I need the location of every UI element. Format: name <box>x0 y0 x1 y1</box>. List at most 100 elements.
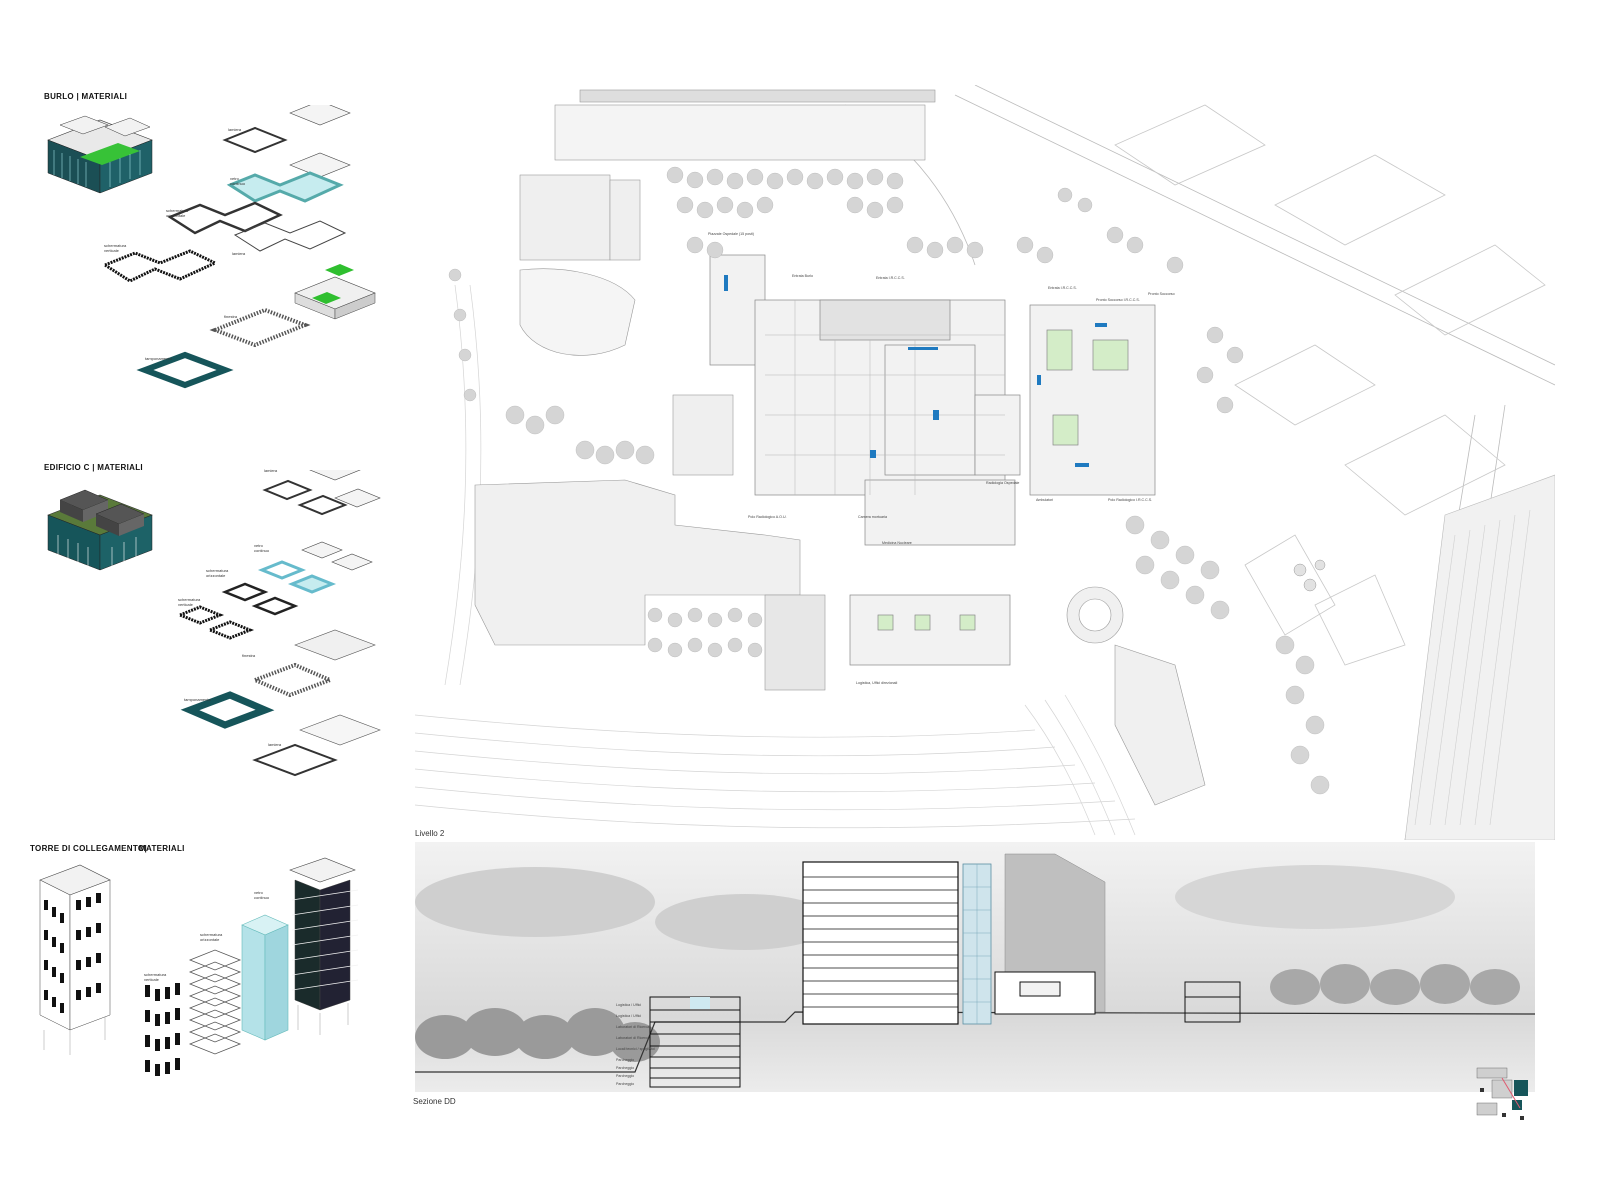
layer-finestra-slab <box>294 264 376 320</box>
layer-slab <box>289 152 351 178</box>
surrounding-buildings <box>1114 104 1546 666</box>
edificio-c-assembled-model <box>47 489 153 571</box>
tower-assembled-left <box>39 864 111 1055</box>
layer-roof-top <box>309 470 361 481</box>
burlo-label-tamponamento: tamponamento <box>145 356 172 361</box>
layer-frame-b <box>297 494 348 516</box>
west-buildings <box>519 174 734 476</box>
trees <box>448 166 1330 795</box>
layer-lamiera-2 <box>233 220 347 252</box>
torre-heading-materiali: MATERIALI <box>139 844 185 853</box>
layer-horiz-b <box>251 596 299 616</box>
plan-label-polo-radiologico-irccs: Polo Radiologico I.R.C.C.S. <box>1108 498 1153 502</box>
irccs-building <box>1029 304 1156 496</box>
plan-label-medicina-nucleare: Medicina Nucleare <box>882 541 912 545</box>
section-trees-right <box>1270 964 1520 1005</box>
layer-slab-a <box>301 541 343 559</box>
layer-frame-a <box>262 479 313 501</box>
layer-tamponamento <box>136 351 234 389</box>
burlo-assembled-model <box>47 115 153 194</box>
layer-roof-slab-top <box>289 105 351 126</box>
layer-roof-b <box>334 488 381 508</box>
burlo-label-lamiera-2: lamiera <box>232 251 246 256</box>
edificio-label-finestra: finestra <box>242 653 256 658</box>
key-map <box>1476 1067 1528 1120</box>
layer-vertical-shading <box>101 249 219 283</box>
burlo-label-lamiera: lamiera <box>228 127 242 132</box>
section-caption: Sezione DD <box>413 1097 456 1106</box>
section-floor-label-3: Laboratori di Ricerca <box>616 1025 650 1029</box>
edificio-label-lamiera-2: lamiera <box>268 742 282 747</box>
torre-label-schermatura-orizzontale: schermatura orizzontale <box>200 932 223 942</box>
main-hospital-rooms <box>765 300 1005 495</box>
plan-label-pronto-soccorso: Pronto Soccorso <box>1148 292 1175 296</box>
section-building-left <box>649 996 741 1088</box>
torre-label-vetro: vetro continuo <box>254 890 270 900</box>
burlo-label-schermatura-orizzontale: schermatura orizzontale <box>166 208 189 218</box>
layer-tamponamento <box>180 691 275 729</box>
section-tall-floors <box>803 876 958 1008</box>
railway-yard <box>1404 474 1555 840</box>
tower-layer-glass <box>241 914 289 1041</box>
layer-base-slab <box>299 714 381 746</box>
edificio-c-heading: EDIFICIO C | MATERIALI <box>44 463 143 472</box>
plan-label-piazzale: Piazzale Ospedale (15 posti) <box>708 232 754 236</box>
plan-label-entrata-irccs-1: Entrata I.R.C.C.S. <box>876 276 905 280</box>
site-plan <box>415 85 1555 840</box>
circular-building <box>1066 586 1206 806</box>
layer-vert-b <box>205 620 255 640</box>
south-building <box>849 594 1011 666</box>
plan-label-polo-radiologico-aou: Polo Radiologico A.O.U. <box>748 515 787 519</box>
edificio-c-materials-diagram <box>47 470 381 777</box>
burlo-label-schermatura-verticale: schermatura verticale <box>104 243 127 253</box>
tower-layer-vertical-shading <box>145 983 180 1076</box>
section-floor-label-2: Logistica / Uffici <box>616 1014 642 1018</box>
plan-label-ambulatori: Ambulatori <box>1036 498 1054 502</box>
edificio-label-tamponamento: tamponamento <box>184 697 211 702</box>
plan-label-logistica: Logistica, Uffici direzionali <box>856 681 898 685</box>
edificio-label-schermatura-verticale: schermatura verticale <box>178 597 201 607</box>
burlo-label-finestra: finestra <box>224 314 238 319</box>
section-floor-label-8: Parcheggio <box>616 1074 635 1078</box>
torre-label-schermatura-verticale: schermatura verticale <box>144 972 167 982</box>
plan-label-entrata-irccs-2: Entrata I.R.C.C.S. <box>1048 286 1077 290</box>
section-glass-tower <box>962 863 992 1025</box>
north-building <box>554 89 936 161</box>
burlo-materials-diagram <box>47 105 376 389</box>
layer-glass-curtain <box>226 171 344 203</box>
southwest-building <box>474 479 826 691</box>
section-floor-label-6: Parcheggio <box>616 1058 635 1062</box>
site-plan-caption: Livello 2 <box>415 829 445 838</box>
section-dd <box>415 842 1535 1092</box>
layer-horiz-a <box>221 582 269 602</box>
section-building-right <box>1184 981 1241 1023</box>
section-pavilion <box>994 971 1096 1015</box>
burlo-heading: BURLO | MATERIALI <box>44 92 128 101</box>
plan-label-camera-mortuaria: Camera mortuaria <box>858 515 887 519</box>
layer-slab-b <box>331 553 373 571</box>
section-floor-label-9: Parcheggio <box>616 1082 635 1086</box>
playground <box>1293 559 1326 592</box>
section-clouds <box>415 865 1455 950</box>
tower-assembled-right <box>289 857 359 1035</box>
layer-windows <box>209 307 311 348</box>
edificio-label-lamiera: lamiera <box>264 468 278 473</box>
main-hospital <box>709 254 1021 546</box>
layer-horizontal-shading <box>167 201 283 235</box>
edificio-label-vetro: vetro continuo <box>254 543 270 553</box>
section-floor-label-5: Locali tecnici / spogliatoi <box>616 1047 655 1051</box>
plan-blue-markers <box>724 275 1107 467</box>
section-floor-label-1: Logistica / Uffici <box>616 1003 642 1007</box>
tower-layer-horizontal-shading <box>188 949 242 1055</box>
layer-glass-b <box>287 574 337 594</box>
plan-label-radiologia: Radiologia Ospedale <box>986 481 1020 485</box>
layer-finestra-top <box>294 629 376 661</box>
plan-label-entrata-burlo: Entrata Burlo <box>792 274 813 278</box>
burlo-label-vetro: vetro continuo <box>230 176 246 186</box>
layer-windows <box>249 662 336 698</box>
contour-lines <box>415 284 1136 836</box>
layer-vert-a <box>175 605 225 625</box>
section-floor-label-7: Parcheggio <box>616 1066 635 1070</box>
layer-lamiera-base <box>252 743 338 777</box>
section-tall-building <box>802 861 959 1025</box>
